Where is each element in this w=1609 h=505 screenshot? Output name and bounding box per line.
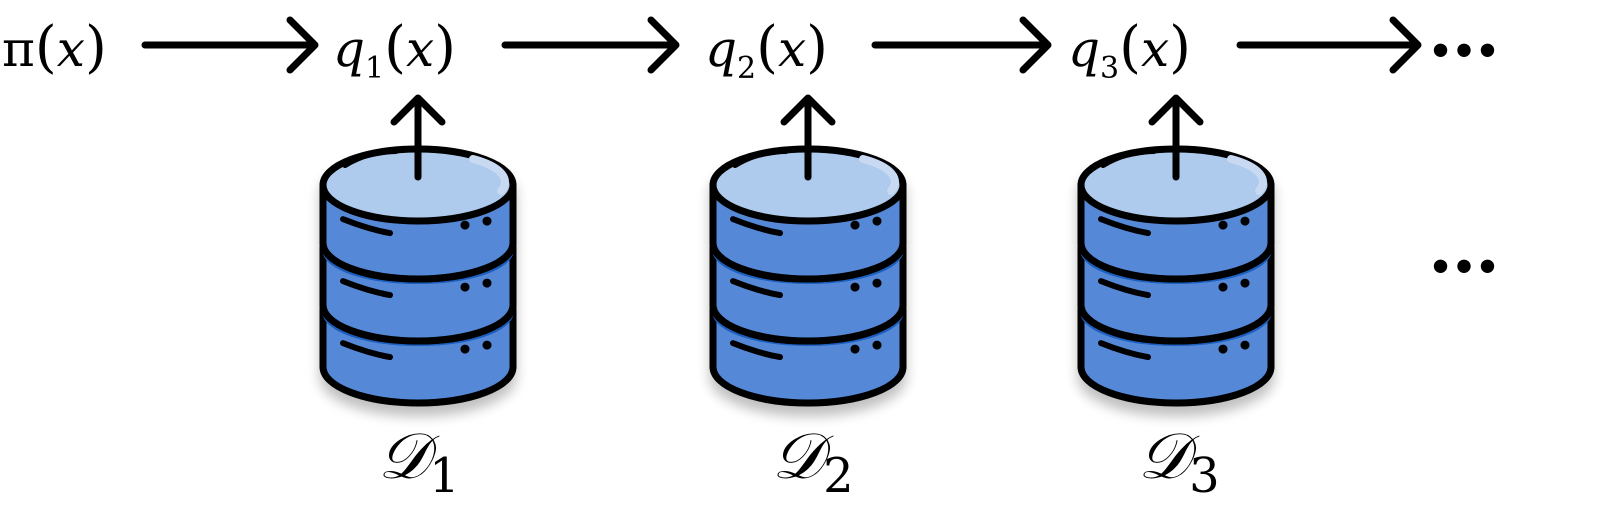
svg-text:π(x): π(x) xyxy=(2,15,107,80)
stage-label-3: q3(x) xyxy=(1068,15,1191,86)
arrow-right-icon xyxy=(1236,16,1422,74)
dataset-sub: 2 xyxy=(823,448,854,504)
svg-text:𝒟2: 𝒟2 xyxy=(772,420,854,504)
stage-func: q xyxy=(333,20,365,78)
source-label: π(x) xyxy=(2,15,107,80)
dataset-ellipsis: … xyxy=(1428,204,1506,289)
svg-text:𝒟3: 𝒟3 xyxy=(1138,420,1220,504)
source-func: π xyxy=(2,20,35,78)
arrow-right-icon xyxy=(501,16,680,74)
database-icon xyxy=(709,145,907,407)
svg-text:q1(x): q1(x) xyxy=(333,15,456,86)
stage-func: q xyxy=(705,20,737,78)
svg-text:𝒟1: 𝒟1 xyxy=(378,420,460,504)
svg-text:q2(x): q2(x) xyxy=(705,15,828,86)
arrow-right-icon xyxy=(141,16,319,74)
source-arg: x xyxy=(57,20,85,78)
stage-sub: 2 xyxy=(737,51,756,86)
dataset-sub: 3 xyxy=(1189,448,1220,504)
stage-label-2: q2(x) xyxy=(705,15,828,86)
svg-text:q3(x): q3(x) xyxy=(1068,15,1191,86)
database-icon xyxy=(1077,145,1275,407)
arrow-up-icon xyxy=(780,94,836,181)
arrow-up-icon xyxy=(1148,94,1204,181)
chain-ellipsis: … xyxy=(1428,0,1506,73)
arrow-up-icon xyxy=(390,94,446,181)
stage-sub: 3 xyxy=(1100,51,1119,86)
stage-arg: x xyxy=(406,20,434,78)
dataset-label-2: 𝒟2 xyxy=(772,420,854,504)
dataset-label-1: 𝒟1 xyxy=(378,420,460,504)
dataset-sub: 1 xyxy=(429,448,460,504)
stage-func: q xyxy=(1068,20,1100,78)
stage-label-1: q1(x) xyxy=(333,15,456,86)
stage-arg: x xyxy=(1141,20,1169,78)
stage-arg: x xyxy=(778,20,806,78)
stage-sub: 1 xyxy=(365,51,384,86)
dataset-label-3: 𝒟3 xyxy=(1138,420,1220,504)
arrow-right-icon xyxy=(871,16,1052,74)
database-icon xyxy=(319,145,517,407)
